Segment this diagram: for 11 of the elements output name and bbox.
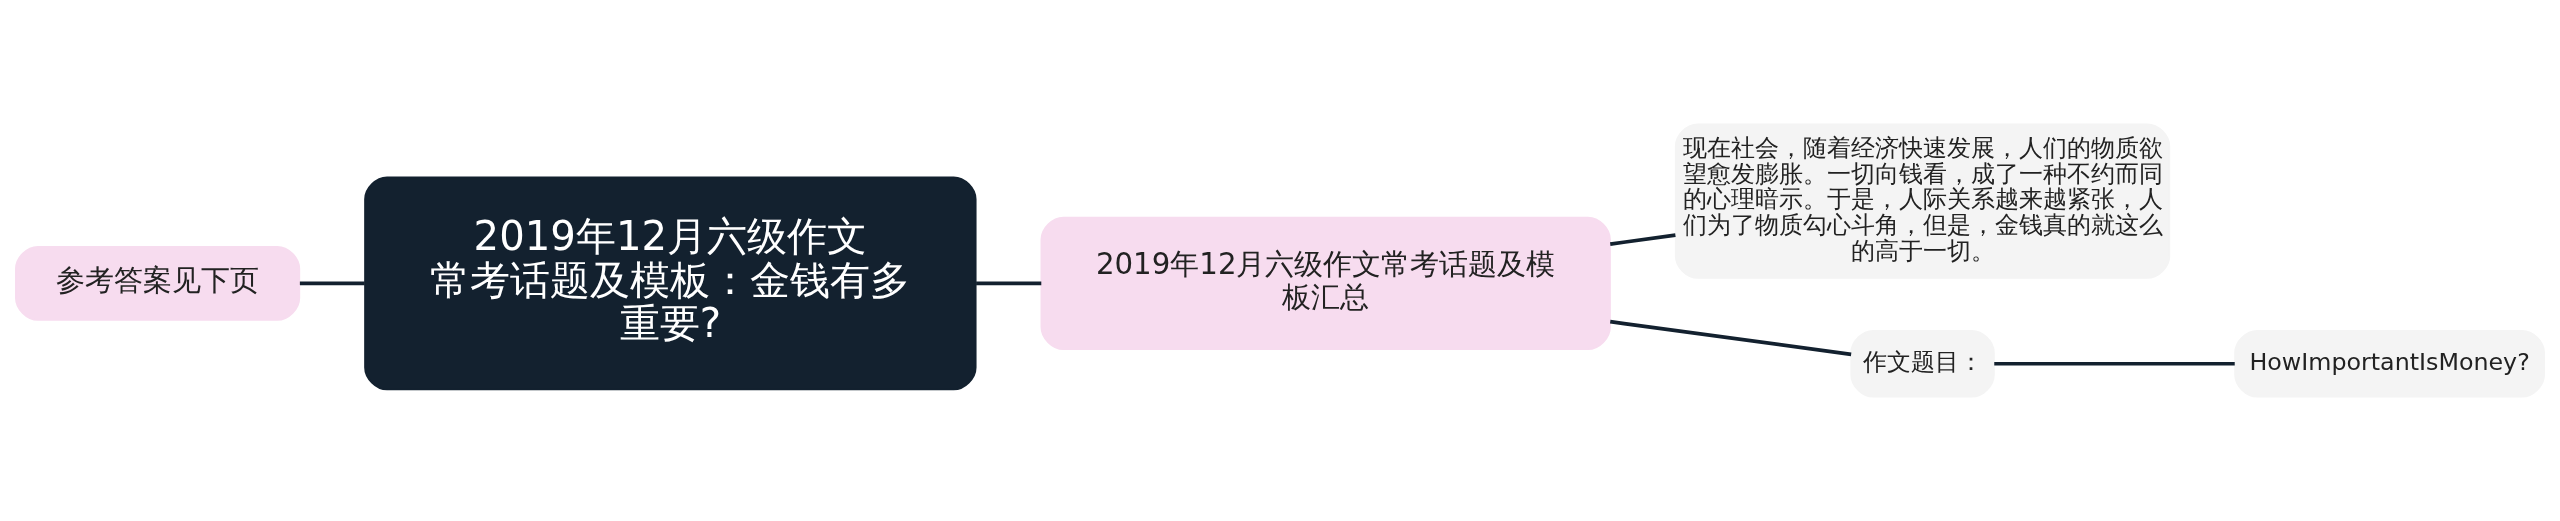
node-box: 现在社会，随着经济快速发展，人们的物质欲望愈发膨胀。一切向钱看，成了一种不约而同的心理暗示。于是，人际关系越来越紧张，人们为了物质勾心斗角，但是，金钱真的就这么的高于一切。 <box>1674 123 2171 279</box>
connector <box>1994 361 2235 366</box>
connector <box>1609 233 1676 246</box>
node-box: 作文题目： <box>1850 329 1995 398</box>
node-box: 2019年12月六级作文常考话题及模板：金钱有多重要? <box>364 176 977 391</box>
node-box: 2019年12月六级作文常考话题及模板汇总 <box>1040 216 1611 351</box>
node-box: 参考答案见下页 <box>15 245 301 321</box>
node-box: HowImportantIsMoney? <box>2234 329 2545 398</box>
connector <box>976 281 1042 286</box>
connector <box>1610 319 1852 357</box>
connector <box>299 281 365 286</box>
